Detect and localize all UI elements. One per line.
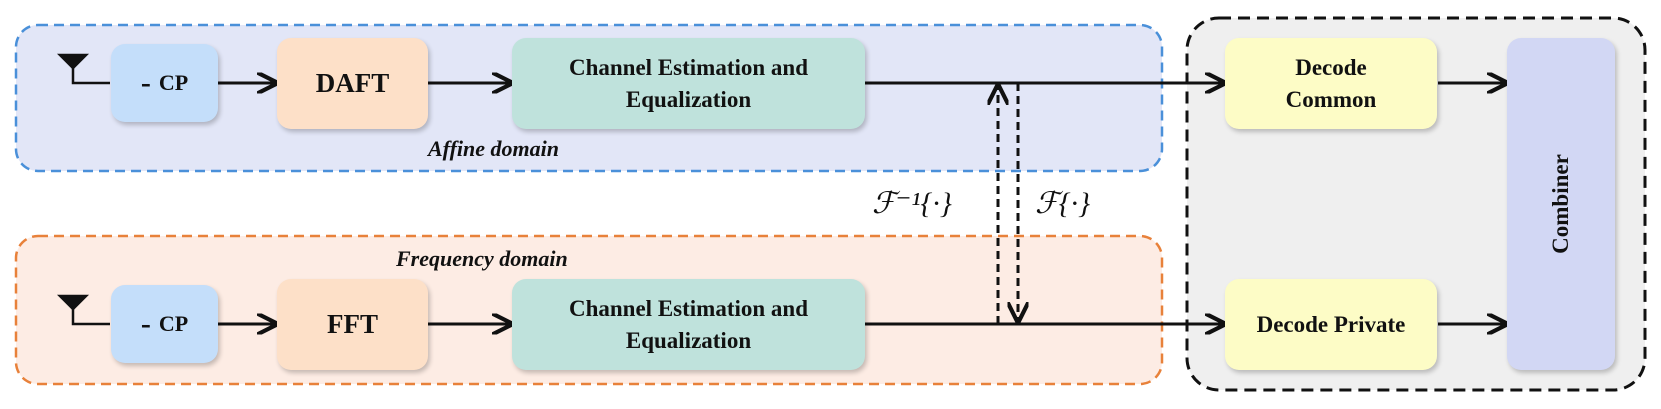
inverse-transform-label: ℱ⁻¹{·}	[872, 187, 952, 220]
estimation-line1-top: Channel Estimation and	[568, 54, 808, 80]
antenna-icon-top	[56, 53, 110, 85]
channel-estimation-box-top: Channel Estimation and Equalization	[512, 38, 865, 129]
forward-transform-label: ℱ{·}	[1035, 187, 1091, 220]
channel-estimation-box-bottom: Channel Estimation and Equalization	[512, 279, 865, 370]
daft-box: DAFT	[277, 38, 428, 129]
decode-private-label: Decode Private	[1256, 311, 1406, 337]
combiner-box: Combiner	[1507, 38, 1615, 370]
affine-domain-label: Affine domain	[428, 136, 560, 161]
decode-private-box: Decode Private	[1225, 279, 1437, 370]
cp-symbol: -	[140, 66, 151, 99]
cp-label: CP	[158, 70, 189, 95]
combiner-label: Combiner	[1547, 154, 1573, 254]
decode-common-line1: Decode	[1295, 54, 1367, 80]
estimation-line1-bottom: Channel Estimation and	[568, 295, 808, 321]
daft-label: DAFT	[315, 68, 390, 98]
fft-label: FFT	[327, 309, 378, 339]
remove-cp-box-top: -CP	[111, 44, 218, 122]
fft-box: FFT	[277, 279, 428, 370]
estimation-line2-bottom: Equalization	[625, 327, 752, 353]
cp-label: CP	[158, 311, 189, 336]
antenna-icon-bottom	[56, 294, 110, 326]
decode-common-box: Decode Common	[1225, 38, 1437, 129]
estimation-line2-top: Equalization	[625, 86, 752, 112]
cp-symbol: -	[140, 307, 151, 340]
remove-cp-box-bottom: -CP	[111, 285, 218, 363]
decode-common-line2: Common	[1285, 86, 1377, 112]
frequency-domain-label: Frequency domain	[396, 246, 568, 271]
